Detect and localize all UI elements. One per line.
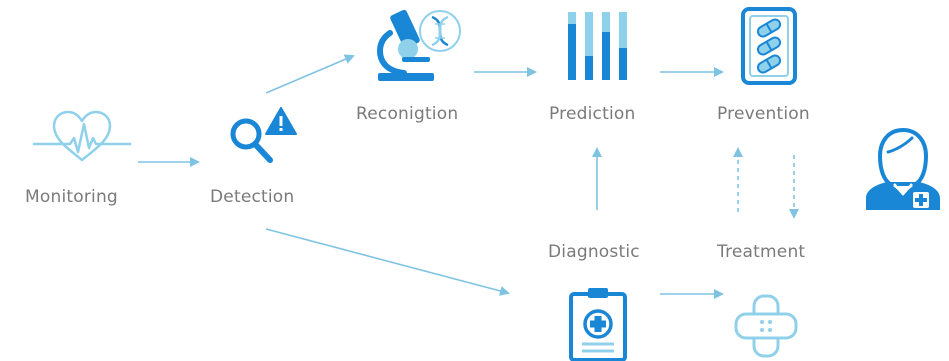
- node-label-monitoring: Monitoring: [25, 187, 118, 207]
- node-label-diagnostic: Diagnostic: [548, 242, 640, 262]
- clipboard-medical-icon: [569, 288, 627, 361]
- node-label-prediction: Prediction: [549, 104, 636, 124]
- node-label-recognition: Reconigtion: [356, 104, 459, 124]
- node-label-treatment: Treatment: [717, 242, 806, 262]
- magnifier-warning-icon: [230, 107, 297, 163]
- node-label-prevention: Prevention: [717, 104, 810, 124]
- microscope-dna-icon: [376, 9, 461, 81]
- bar-chart-icon: [568, 12, 627, 80]
- edge-detection-diagnostic: [265, 228, 510, 296]
- node-label-detection: Detection: [210, 187, 295, 207]
- heart-pulse-icon: [32, 110, 132, 162]
- edge-detection-recognition: [265, 54, 355, 94]
- bandage-icon: [734, 294, 798, 358]
- doctor-icon: [866, 128, 940, 210]
- pill-pack-icon: [741, 7, 797, 85]
